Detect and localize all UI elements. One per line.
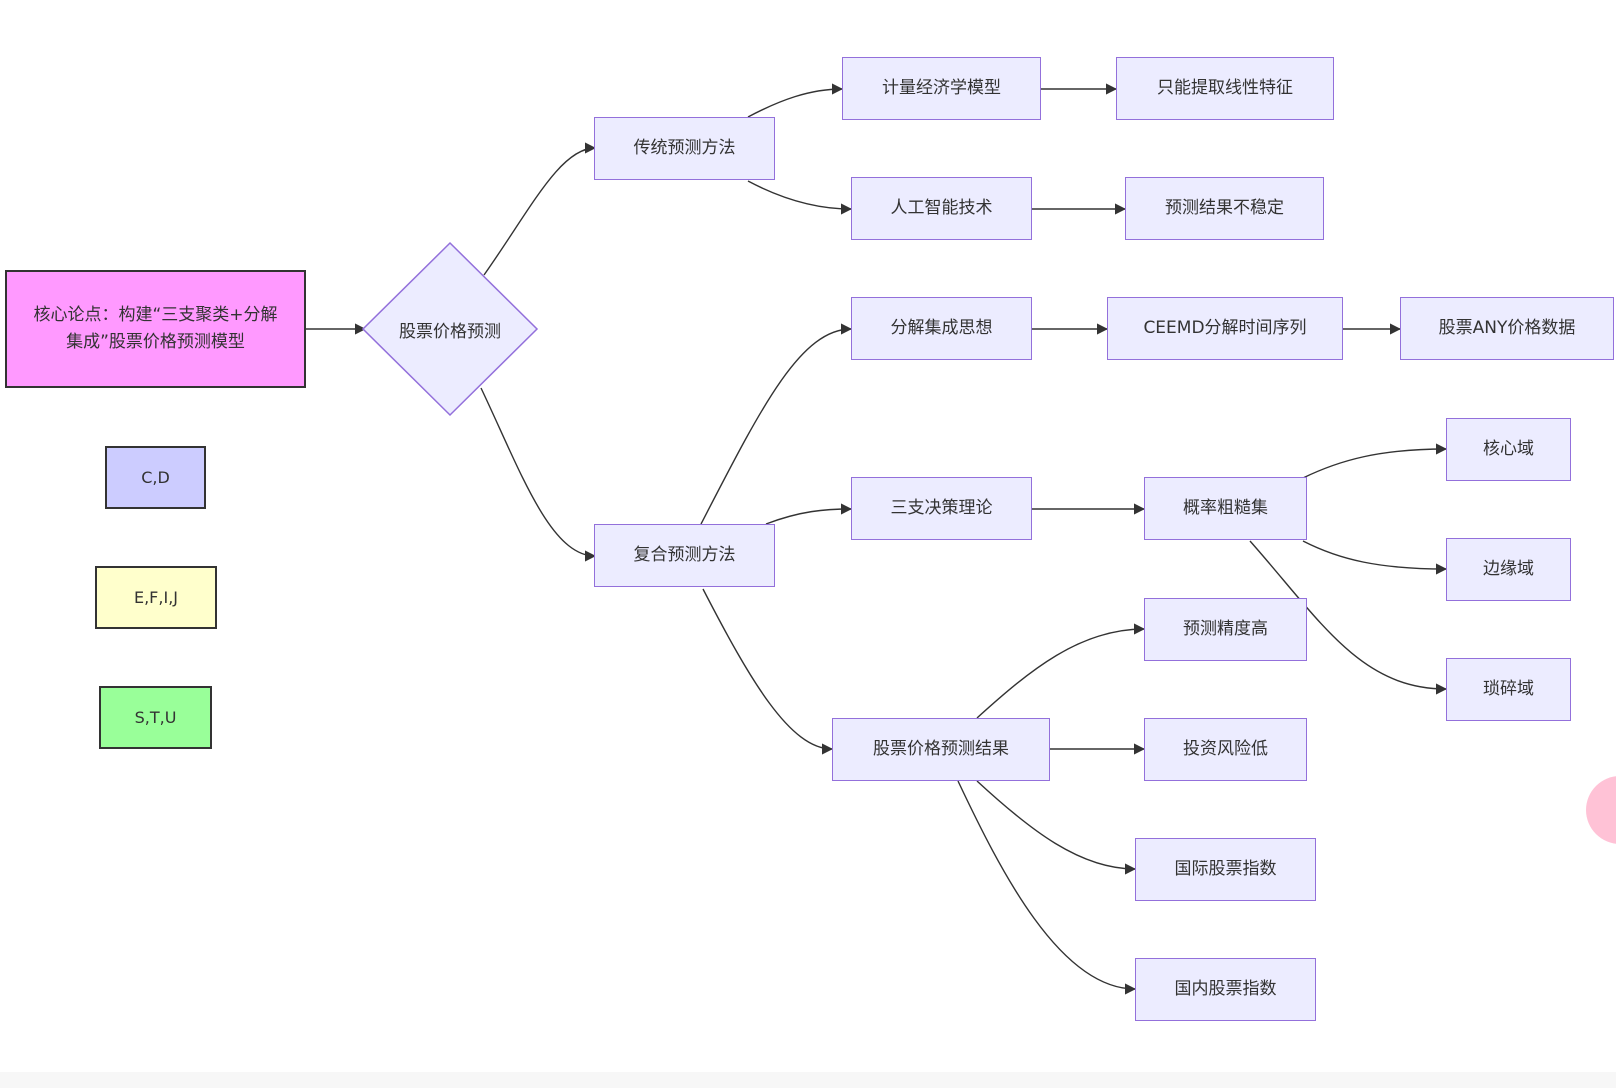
edge-results-to-intl (976, 780, 1137, 875)
ai-tech-label: 人工智能技术 (890, 198, 993, 218)
three-way-node[interactable]: 三支决策理论 (851, 477, 1032, 540)
intl-index-label: 国际股票指数 (1174, 859, 1277, 879)
three-way-label: 三支决策理论 (890, 498, 993, 518)
legend-stu-label: S,T,U (134, 708, 177, 727)
linear-only-label: 只能提取线性特征 (1157, 78, 1293, 98)
legend-cd: C,D (105, 446, 206, 509)
edge-traditional-to-econometric (747, 83, 844, 118)
linear-only-node[interactable]: 只能提取线性特征 (1116, 57, 1334, 120)
decision-label: 股票价格预测 (399, 321, 501, 342)
econometric-label: 计量经济学模型 (882, 78, 1001, 98)
edge-composite-to-results (702, 588, 834, 755)
core-thesis-node[interactable]: 核心论点：构建“三支聚类+分解集成”股票价格预测模型 (5, 270, 306, 388)
edge-results-to-domestic (957, 780, 1137, 995)
prob-rough-label: 概率粗糙集 (1183, 498, 1268, 518)
legend-efij-label: E,F,I,J (133, 588, 178, 607)
econometric-node[interactable]: 计量经济学模型 (842, 57, 1041, 120)
high-precision-label: 预测精度高 (1183, 619, 1268, 639)
edge-domain-node[interactable]: 边缘域 (1446, 538, 1571, 601)
edge-domain-label: 边缘域 (1483, 559, 1534, 579)
prob-rough-node[interactable]: 概率粗糙集 (1144, 477, 1307, 540)
low-risk-node[interactable]: 投资风险低 (1144, 718, 1307, 781)
intl-index-node[interactable]: 国际股票指数 (1135, 838, 1316, 901)
edge-traditional-to-ai (747, 180, 853, 215)
core-domain-node[interactable]: 核心域 (1446, 418, 1571, 481)
high-precision-node[interactable]: 预测精度高 (1144, 598, 1307, 661)
ceemd-label: CEEMD分解时间序列 (1143, 318, 1307, 338)
legend-cd-label: C,D (141, 468, 170, 487)
edge-results-to-precision (976, 623, 1146, 719)
unstable-node[interactable]: 预测结果不稳定 (1125, 177, 1324, 240)
decompose-label: 分解集成思想 (890, 318, 993, 338)
core-thesis-label: 核心论点：构建“三支聚类+分解集成”股票价格预测模型 (33, 305, 278, 352)
traditional-label: 传统预测方法 (633, 138, 736, 158)
edge-decision-to-composite (480, 387, 597, 562)
trivial-domain-label: 琐碎域 (1483, 679, 1534, 699)
core-domain-label: 核心域 (1483, 439, 1534, 459)
ceemd-node[interactable]: CEEMD分解时间序列 (1107, 297, 1343, 360)
edge-prob-to-edge (1302, 540, 1448, 575)
trivial-domain-node[interactable]: 琐碎域 (1446, 658, 1571, 721)
traditional-node[interactable]: 传统预测方法 (594, 117, 775, 180)
low-risk-label: 投资风险低 (1183, 739, 1268, 759)
any-data-node[interactable]: 股票ANY价格数据 (1400, 297, 1614, 360)
edge-composite-to-decompose (700, 323, 853, 525)
composite-node[interactable]: 复合预测方法 (594, 524, 775, 587)
edge-prob-to-trivial (1249, 540, 1448, 695)
domestic-index-node[interactable]: 国内股票指数 (1135, 958, 1316, 1021)
domestic-index-label: 国内股票指数 (1174, 979, 1277, 999)
composite-label: 复合预测方法 (633, 545, 736, 565)
legend-stu: S,T,U (99, 686, 212, 749)
any-data-label: 股票ANY价格数据 (1438, 318, 1576, 338)
decision-node[interactable]: 股票价格预测 (363, 243, 537, 415)
results-label: 股票价格预测结果 (873, 739, 1009, 759)
unstable-label: 预测结果不稳定 (1165, 198, 1284, 218)
results-node[interactable]: 股票价格预测结果 (832, 718, 1050, 781)
legend-efij: E,F,I,J (95, 566, 217, 629)
bottom-band (0, 1072, 1616, 1088)
edge-prob-to-core (1302, 443, 1448, 479)
edge-decision-to-traditional (483, 142, 597, 276)
decompose-node[interactable]: 分解集成思想 (851, 297, 1032, 360)
edge-composite-to-threeway (765, 503, 853, 525)
decision-diamond (361, 241, 539, 417)
ai-tech-node[interactable]: 人工智能技术 (851, 177, 1032, 240)
